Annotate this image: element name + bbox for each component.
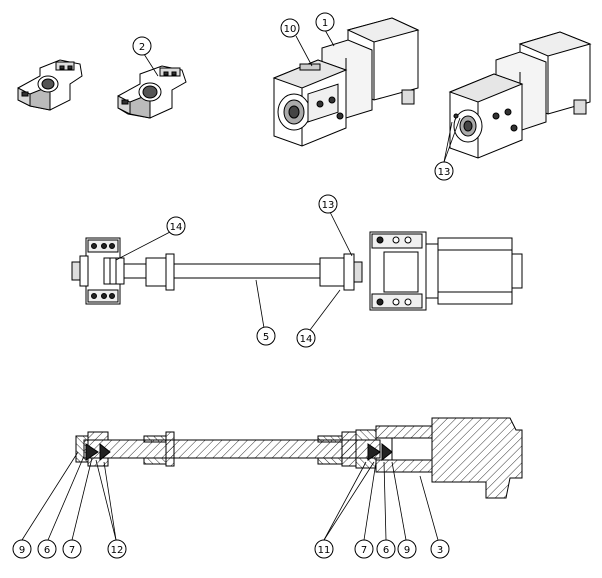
clamp-bracket-iso-right — [117, 65, 187, 119]
svg-text:9: 9 — [19, 545, 25, 556]
svg-text:12: 12 — [111, 545, 124, 556]
callout-balloon-14-right: 14 — [296, 328, 316, 348]
motor-assembly-iso-2 — [448, 31, 592, 159]
callout-balloon-12: 12 — [107, 539, 127, 559]
svg-text:10: 10 — [284, 24, 297, 35]
svg-text:14: 14 — [170, 222, 183, 233]
svg-text:13: 13 — [438, 167, 451, 178]
svg-text:14: 14 — [300, 334, 313, 345]
callout-balloon-7-right: 7 — [354, 539, 374, 559]
callout-balloon-1: 1 — [315, 12, 335, 32]
svg-text:1: 1 — [322, 18, 328, 29]
svg-text:7: 7 — [69, 545, 75, 556]
svg-text:7: 7 — [361, 545, 367, 556]
callout-balloon-10: 10 — [280, 18, 300, 38]
callout-balloon-6-right: 6 — [376, 539, 396, 559]
svg-text:11: 11 — [318, 545, 331, 556]
callout-balloon-9-right: 9 — [397, 539, 417, 559]
clamp-bracket-iso-left — [17, 59, 83, 111]
callout-balloon-9-left: 9 — [12, 539, 32, 559]
callout-balloon-11: 11 — [314, 539, 334, 559]
callout-balloon-13-top: 13 — [434, 161, 454, 181]
callout-balloon-3: 3 — [430, 539, 450, 559]
svg-text:3: 3 — [437, 545, 443, 556]
motor-assembly-iso-1 — [272, 17, 420, 147]
callout-balloon-13-mid: 13 — [318, 194, 338, 214]
svg-text:6: 6 — [44, 545, 50, 556]
svg-text:9: 9 — [404, 545, 410, 556]
shaft-assembly-side-view — [71, 231, 523, 311]
svg-text:5: 5 — [263, 332, 269, 343]
callout-balloon-14-left: 14 — [166, 216, 186, 236]
shaft-assembly-section-view — [75, 417, 523, 499]
svg-text:2: 2 — [139, 42, 145, 53]
callout-balloon-6-left: 6 — [37, 539, 57, 559]
svg-text:6: 6 — [383, 545, 389, 556]
callout-balloon-2: 2 — [132, 36, 152, 56]
callout-balloon-7-left: 7 — [62, 539, 82, 559]
svg-text:13: 13 — [322, 200, 335, 211]
callout-balloon-5: 5 — [256, 326, 276, 346]
leader-lines — [21, 29, 461, 541]
